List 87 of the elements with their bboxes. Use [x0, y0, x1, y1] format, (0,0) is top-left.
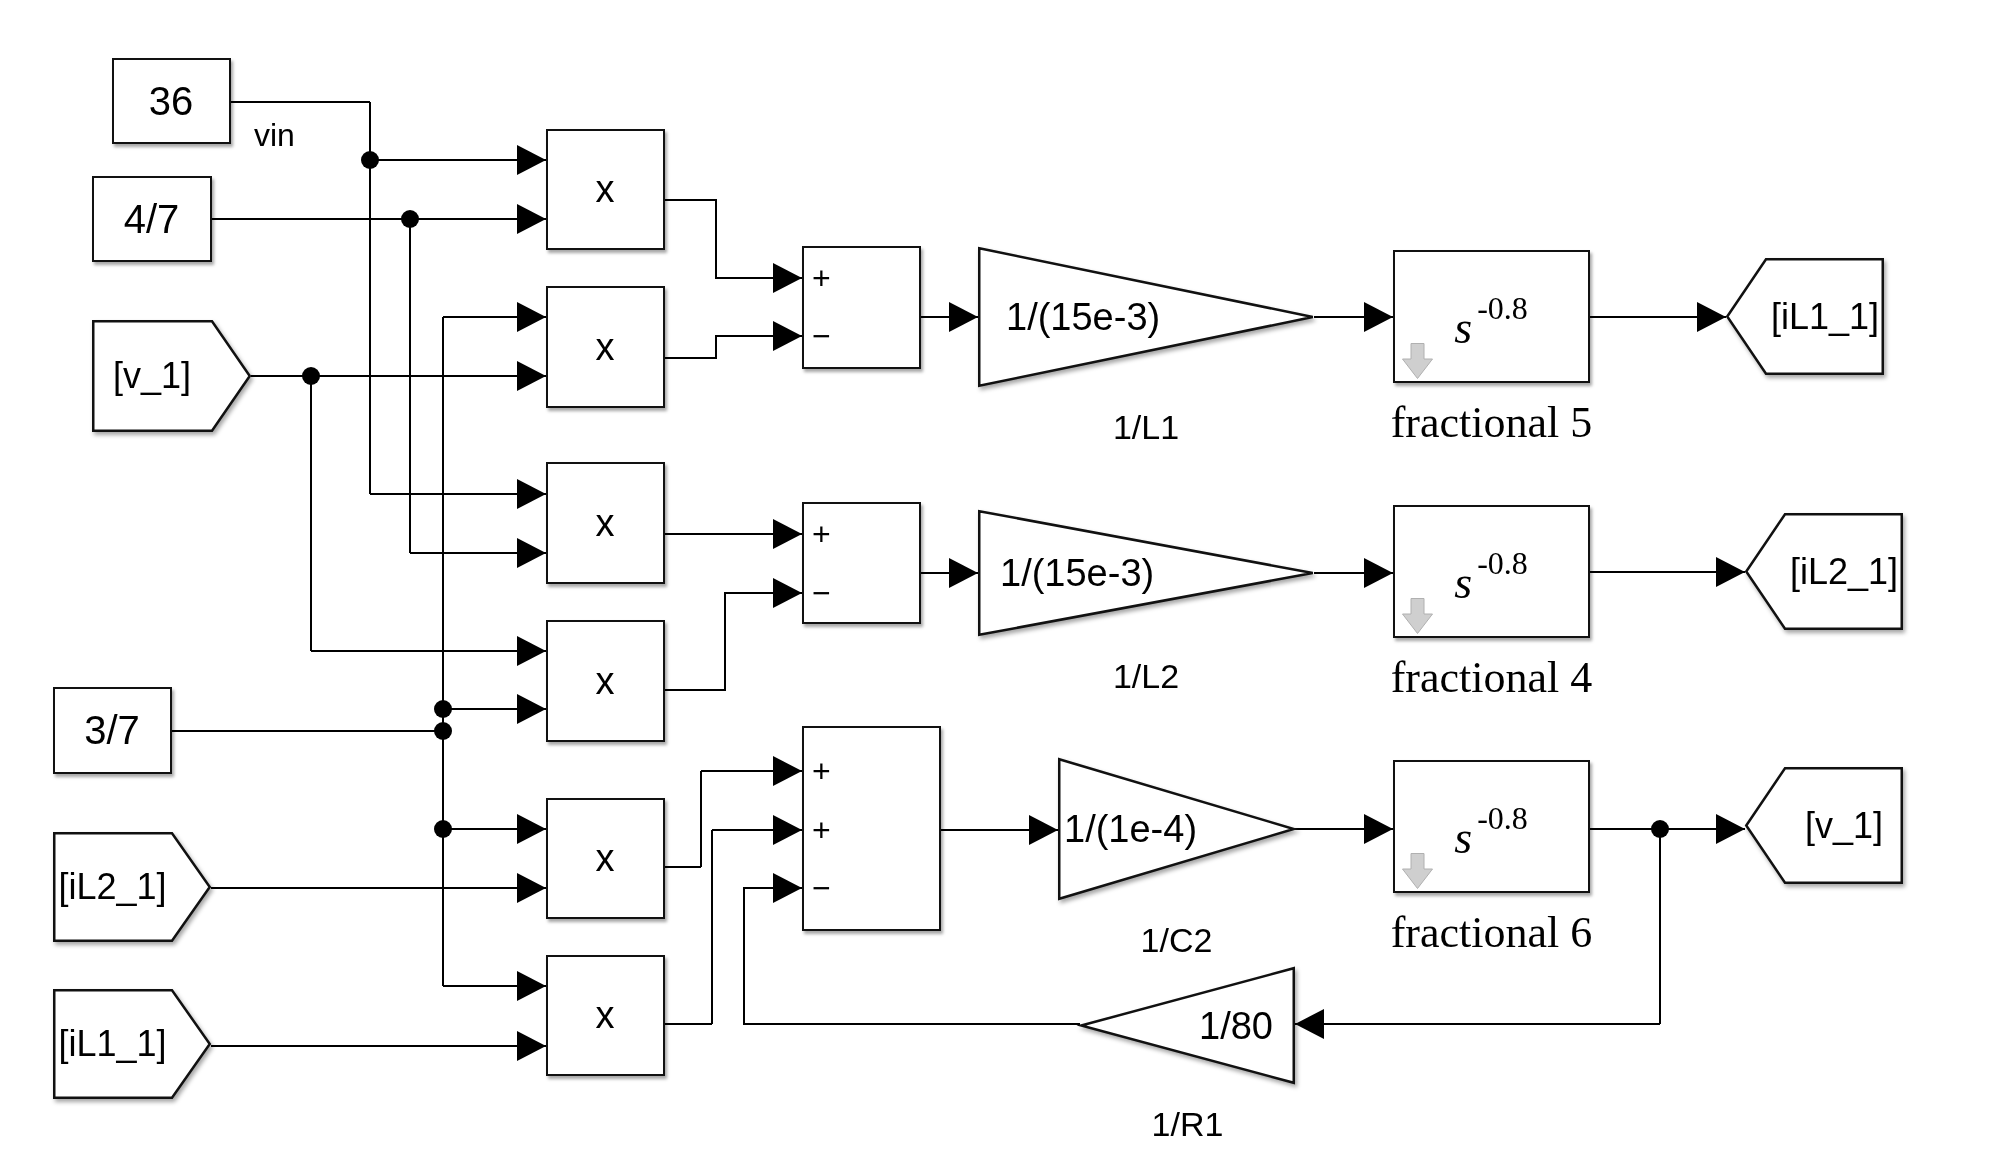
signal-arrow	[920, 302, 979, 332]
signal-arrow	[711, 815, 803, 845]
gain-value: 1/(15e-3)	[1006, 298, 1161, 336]
from-tag	[92, 320, 251, 432]
product-block	[546, 955, 665, 1076]
fractional-operator-block	[1393, 250, 1590, 383]
gain-value: 1/(1e-4)	[1064, 810, 1198, 848]
signal-line	[700, 770, 702, 868]
product-operator: x	[595, 996, 615, 1034]
sign-label: +	[812, 517, 831, 550]
sum-block	[802, 726, 941, 931]
from-tag	[53, 832, 211, 942]
product-block	[546, 129, 665, 250]
signal-line	[664, 866, 702, 868]
goto-tag	[1745, 767, 1903, 884]
signal-arrow	[210, 873, 547, 903]
constant-block	[53, 687, 172, 774]
signal-arrow	[664, 199, 803, 293]
tag-name: [iL1_1]	[58, 1026, 167, 1062]
signal-arrow	[940, 815, 1059, 845]
product-block	[546, 462, 665, 584]
transfer-function: s$^{-0.8}$	[1454, 801, 1528, 861]
signal-arrow	[369, 479, 547, 509]
constant-value: 36	[148, 80, 194, 121]
signal-arrow	[1589, 302, 1727, 332]
signal-arrow	[920, 558, 979, 588]
signal-arrow	[409, 538, 547, 568]
block-name: fractional 4	[1390, 656, 1593, 700]
product-operator: x	[595, 503, 615, 542]
sign-label: −	[812, 319, 831, 352]
signal-arrow	[1589, 557, 1746, 587]
signal-arrow	[664, 519, 803, 549]
block-name: fractional 6	[1390, 911, 1593, 955]
block-name: 1/R1	[1151, 1107, 1224, 1141]
product-block	[546, 286, 665, 408]
block-name: fractional 5	[1390, 401, 1593, 445]
signal-arrow	[210, 1031, 547, 1061]
sign-label: +	[812, 754, 831, 787]
constant-block	[92, 176, 212, 262]
constant-value: 4/7	[123, 198, 180, 239]
fractional-operator-block	[1393, 760, 1590, 893]
signal-line	[664, 1023, 713, 1025]
goto-tag	[1726, 258, 1884, 375]
signal-arrow	[1313, 302, 1394, 332]
gain-triangle	[978, 510, 1314, 636]
signal-arrow	[1313, 558, 1394, 588]
gain-value: 1/(15e-3)	[1000, 554, 1155, 592]
signal-arrow	[664, 321, 803, 359]
transfer-function: s$^{-0.8}$	[1454, 546, 1528, 606]
sign-label: −	[812, 871, 831, 904]
signal-line	[711, 829, 713, 1025]
product-operator: x	[595, 661, 615, 700]
tag-name: [v_1]	[1805, 807, 1883, 844]
sum-block	[802, 246, 921, 369]
product-block	[546, 620, 665, 742]
goto-tag	[1745, 513, 1903, 630]
signal-arrow	[743, 873, 1081, 1025]
block-name: 1/L2	[1112, 659, 1180, 693]
from-tag	[53, 989, 211, 1099]
gain-triangle	[1058, 758, 1295, 900]
block-name: 1/C2	[1140, 923, 1213, 957]
signal-arrow	[664, 578, 803, 691]
transfer-function: s$^{-0.8}$	[1454, 291, 1528, 351]
signal-arrow	[310, 636, 547, 666]
sum-block	[802, 502, 921, 624]
sign-label: +	[812, 813, 831, 846]
gain-triangle	[978, 247, 1314, 387]
block-name: 1/L1	[1112, 410, 1180, 444]
tag-name: [v_1]	[113, 358, 191, 394]
sign-label: +	[812, 261, 831, 294]
signal-line	[230, 101, 371, 103]
signal-arrow	[1294, 1009, 1661, 1039]
tag-name: [iL2_1]	[58, 869, 167, 905]
signal-arrow	[1294, 814, 1394, 844]
constant-value: 3/7	[84, 710, 140, 750]
product-operator: x	[595, 839, 615, 877]
signal-arrow	[442, 971, 547, 1001]
sign-label: −	[812, 576, 831, 609]
tag-name: [iL2_1]	[1789, 553, 1899, 590]
product-operator: x	[595, 170, 615, 208]
product-operator: x	[595, 327, 615, 366]
constant-block	[112, 58, 231, 144]
product-block	[546, 798, 665, 919]
signal-arrow	[442, 302, 547, 332]
fractional-operator-block	[1393, 505, 1590, 638]
tag-name: [iL1_1]	[1770, 298, 1880, 335]
signal-arrow	[700, 756, 803, 786]
